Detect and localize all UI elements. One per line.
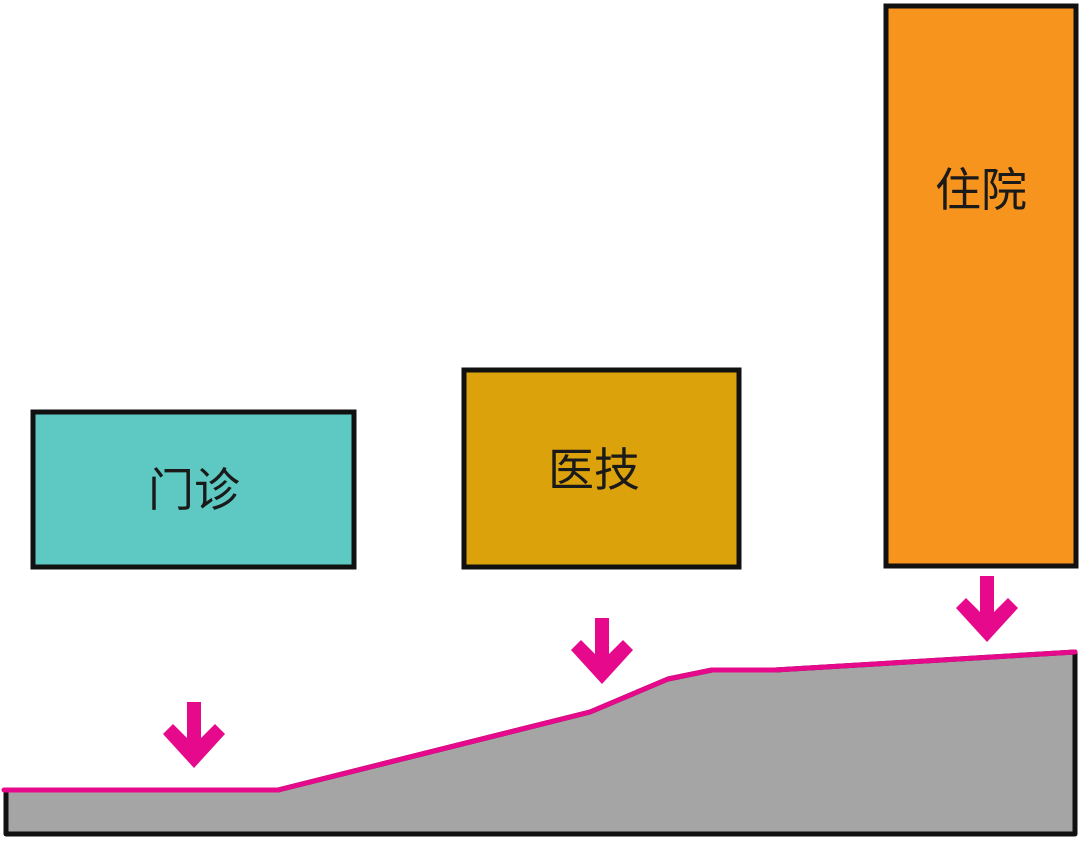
- ground-fill: [3, 649, 1078, 837]
- arrow-down-icon: [571, 618, 633, 684]
- block-medtech: 医技: [461, 367, 742, 570]
- block-label-inpatient: 住院: [935, 163, 1027, 217]
- block-inpatient: 住院: [883, 3, 1079, 569]
- block-label-medtech: 医技: [548, 443, 640, 497]
- block-outpatient: 门诊: [30, 409, 357, 570]
- arrow-down-icon: [163, 702, 225, 768]
- arrow-down-icon: [956, 576, 1018, 642]
- terrain: [1, 649, 1078, 837]
- ground-profile-line: [1, 649, 1078, 793]
- block-label-outpatient: 门诊: [148, 463, 240, 517]
